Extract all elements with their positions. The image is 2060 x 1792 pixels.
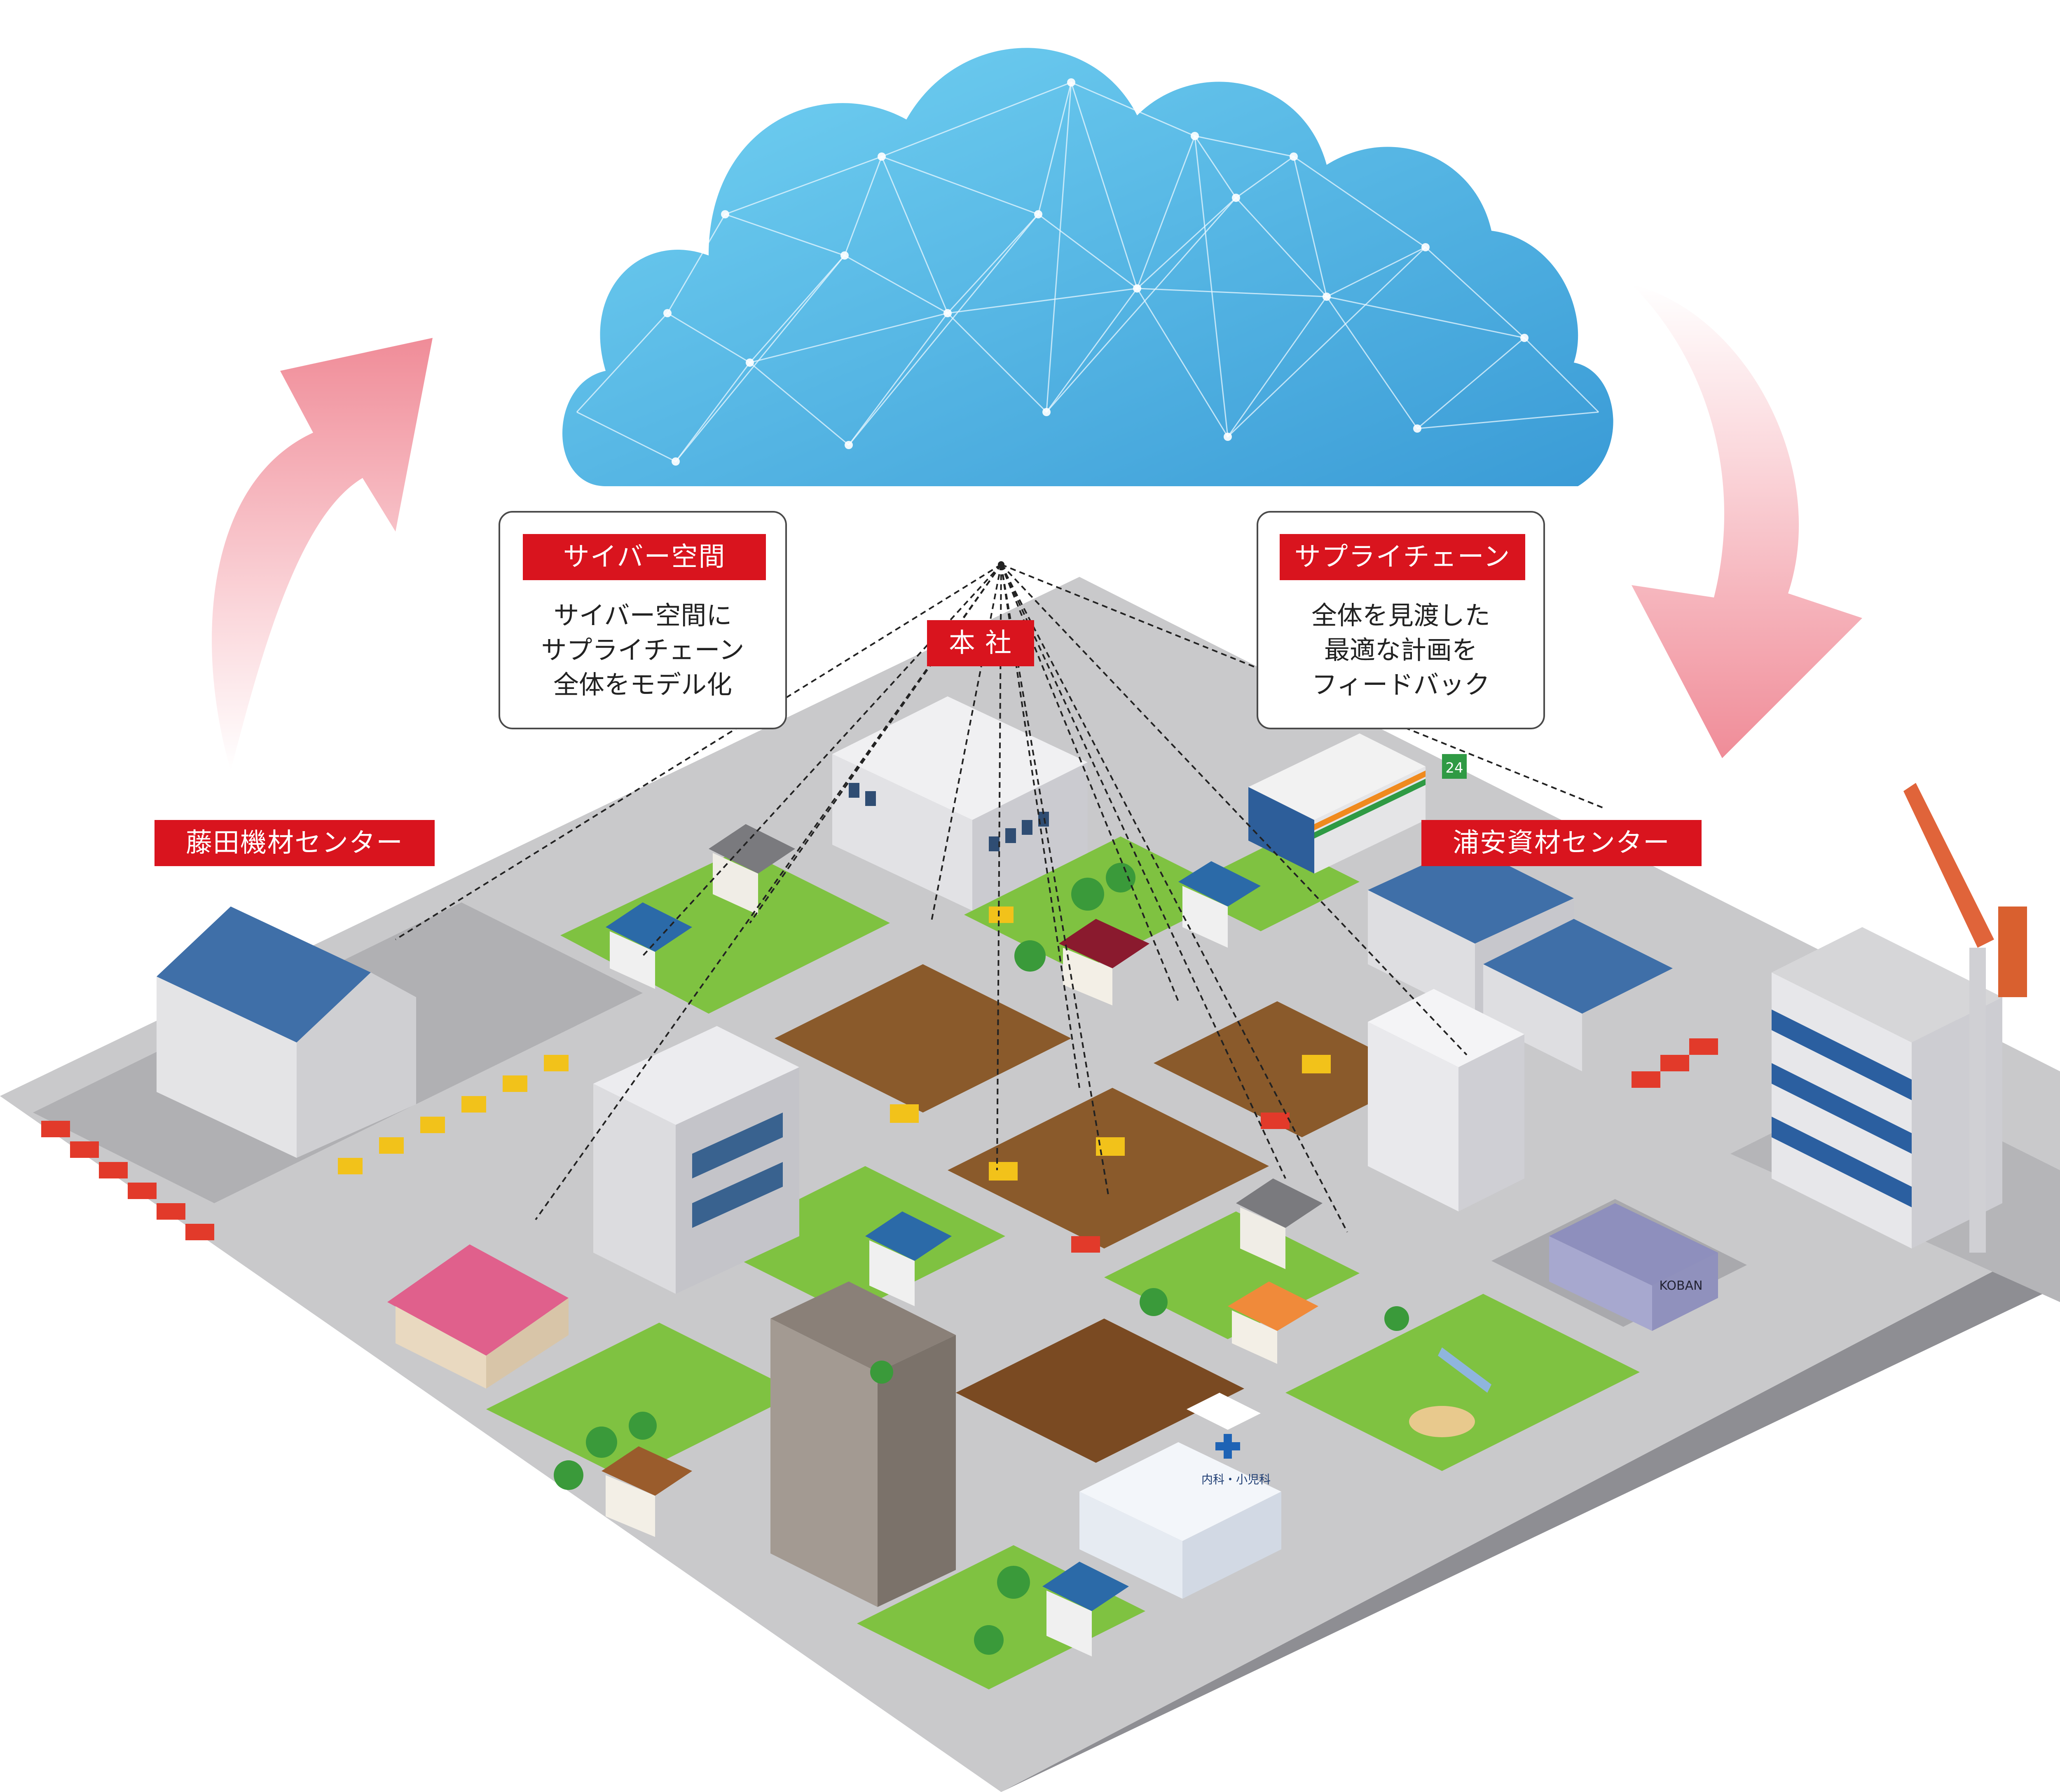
fujita-warehouse [157,907,416,1158]
cyber-space-callout: サイバー空間 サイバー空間に サプライチェーン 全体をモデル化 [499,511,787,729]
highrise-construction [1772,783,2027,1253]
clinic-building: 内科・小児科 [1079,1393,1281,1599]
cyber-space-line: サプライチェーン [541,635,744,665]
koban-sign: KOBAN [1659,1279,1702,1293]
houses [602,824,1323,1656]
cyber-space-body: サイバー空間に サプライチェーン 全体をモデル化 [500,598,785,702]
clinic-sign: 内科・小児科 [1201,1473,1271,1486]
office-building [593,1026,799,1294]
hq-building [832,696,1088,911]
supply-chain-line: 全体を見渡した [1311,600,1490,630]
supply-chain-heading: サプライチェーン [1280,534,1525,580]
urayasu-warehouse [1368,845,1673,1071]
trees [554,863,1409,1655]
hq-label-text: 本 社 [948,628,1013,658]
supply-chain-line: フィードバック [1311,670,1490,700]
cyber-space-heading: サイバー空間 [523,534,766,580]
supply-chain-callout: サプライチェーン 全体を見渡した 最適な計画を フィードバック [1257,511,1545,729]
park-items [1409,1347,1491,1437]
trucks [41,1038,1718,1253]
white-apartment [1368,989,1524,1211]
pink-roof-house [387,1244,569,1389]
fujita-center-label: 藤田機材センター [154,820,435,866]
convenience-store: 24 [1248,733,1467,874]
arrow-up-left-icon [212,338,433,771]
urayasu-center-label-text: 浦安資材センター [1453,828,1670,858]
buildings: 24 [41,696,2027,1656]
koban-building: KOBAN [1549,1203,1718,1331]
connection-lines [395,564,1603,1232]
store-24-sign: 24 [1445,760,1463,776]
hub-point [998,561,1004,568]
cyber-space-line: サイバー空間に [553,600,732,630]
cyber-space-heading-text: サイバー空間 [563,542,726,572]
arrow-down-right-icon [1632,284,1862,758]
hq-label: 本 社 [927,620,1034,666]
supply-chain-heading-text: サプライチェーン [1294,542,1511,572]
urayasu-center-label: 浦安資材センター [1421,820,1702,866]
fujita-center-label-text: 藤田機材センター [186,828,403,858]
grey-tower [770,1281,956,1607]
cloud-network [562,48,1613,487]
supply-chain-body: 全体を見渡した 最適な計画を フィードバック [1258,598,1543,702]
supply-chain-line: 最適な計画を [1324,635,1477,665]
cyber-space-line: 全体をモデル化 [553,670,732,700]
